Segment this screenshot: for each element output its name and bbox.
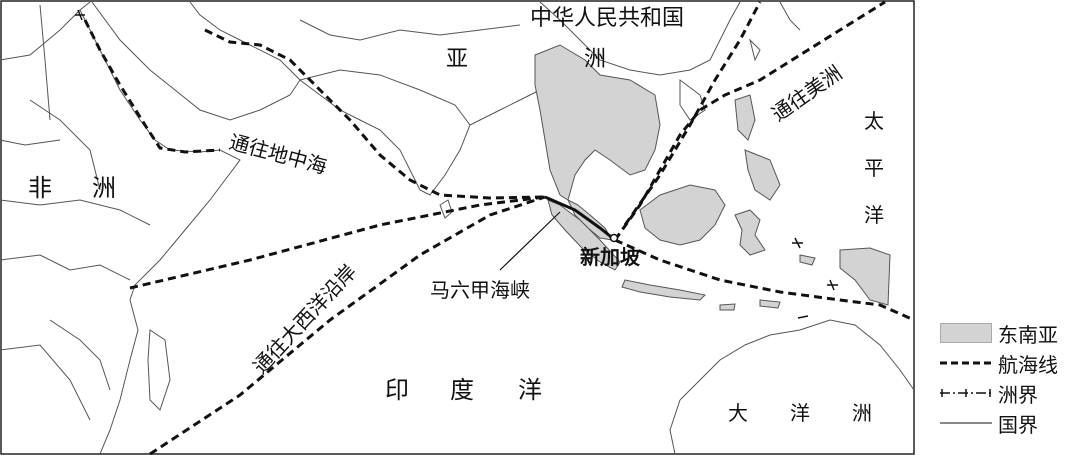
malacca-pointer [499, 211, 561, 271]
legend-row-shipping-route: 航海线 [940, 348, 1080, 378]
route-to-east [614, 238, 915, 322]
legend-label-shipping-route: 航海线 [998, 352, 1058, 377]
legend-swatch-icon [940, 323, 992, 343]
dashed-line-icon [940, 361, 992, 365]
label-pacific-2: 平 [864, 156, 884, 180]
legend: 东南亚 航海线 洲界 国界 [940, 318, 1080, 438]
label-singapore: 新加坡 [580, 245, 641, 269]
route-to-mediterranean [204, 28, 546, 200]
label-oceania-3: 洲 [852, 401, 872, 425]
label-pacific-3: 洋 [864, 203, 884, 227]
legend-row-southeast-asia: 东南亚 [940, 318, 1080, 348]
south-asia-outlines [298, 19, 541, 219]
label-pacific-1: 太 [864, 109, 884, 133]
label-africa-2: 洲 [92, 174, 116, 202]
legend-row-country-boundary: 国界 [940, 408, 1080, 438]
route-to-africa [129, 195, 546, 290]
shipping-routes [83, 0, 915, 455]
label-oceania-2: 洋 [790, 401, 810, 425]
australia-outline [669, 319, 915, 455]
label-malacca: 马六甲海峡 [430, 278, 530, 302]
legend-label-southeast-asia: 东南亚 [998, 322, 1058, 347]
legend-label-continent-boundary: 洲界 [998, 382, 1038, 407]
solid-line-icon [940, 422, 992, 424]
label-asia-1: 亚 [446, 47, 468, 72]
route-to-america [613, 0, 886, 241]
label-oceania-1: 大 [728, 401, 748, 425]
map-frame [0, 0, 915, 455]
legend-row-continent-boundary: 洲界 [940, 378, 1080, 408]
legend-label-country-boundary: 国界 [998, 412, 1038, 437]
boundary-line-icon [940, 389, 992, 397]
singapore-marker [609, 233, 619, 243]
route-red-sea [83, 19, 221, 154]
africa-arabia-outlines [0, 1, 301, 455]
label-china: 中华人民共和国 [530, 6, 684, 31]
continent-boundaries [75, 9, 838, 319]
malacca-route [544, 195, 616, 242]
label-indian-3: 洋 [518, 376, 542, 404]
route-to-china [623, 1, 762, 226]
label-asia-2: 洲 [584, 47, 606, 72]
label-africa-1: 非 [28, 174, 52, 202]
route-to-atlantic [149, 195, 546, 455]
label-indian-1: 印 [385, 376, 409, 404]
southeast-asia-region [534, 44, 891, 311]
label-indian-2: 度 [450, 376, 474, 404]
